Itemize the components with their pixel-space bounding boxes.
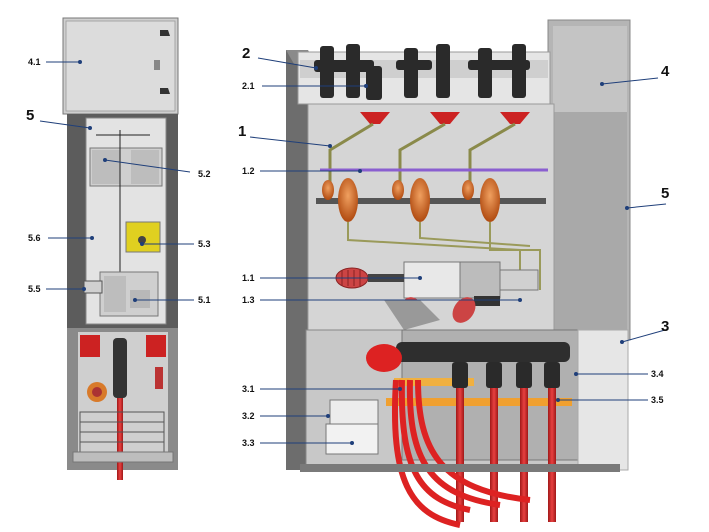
insulator-icon xyxy=(314,44,530,100)
label-3-4: 3.4 xyxy=(651,369,664,379)
label-2: 2 xyxy=(242,45,250,62)
label-5-right: 5 xyxy=(661,185,669,202)
label-5-3: 5.3 xyxy=(198,239,211,249)
label-3-1: 3.1 xyxy=(242,384,255,394)
label-1-3: 1.3 xyxy=(242,295,255,305)
label-3-5: 3.5 xyxy=(651,395,664,405)
side-view-cubicle xyxy=(286,19,631,528)
drive-1-3 xyxy=(474,296,500,306)
cable-plug-icon xyxy=(366,344,402,372)
label-5-2: 5.2 xyxy=(198,169,211,179)
label-4-1: 4.1 xyxy=(28,57,41,67)
label-4: 4 xyxy=(661,63,670,80)
front-view-cubicle xyxy=(62,17,179,480)
display-5-5 xyxy=(83,280,103,294)
callouts: 4.1 5 5.2 5.6 5.3 5.5 5.1 2 2.1 4 1 1.2 … xyxy=(26,45,670,448)
label-1-2: 1.2 xyxy=(242,166,255,176)
earthing-bar-3-5 xyxy=(386,398,572,406)
housing-wall-1 xyxy=(286,50,308,470)
label-3-2: 3.2 xyxy=(242,411,255,421)
label-1: 1 xyxy=(238,123,246,140)
label-5-left: 5 xyxy=(26,107,34,124)
label-3-3: 3.3 xyxy=(242,438,255,448)
label-5-5: 5.5 xyxy=(28,284,41,294)
circuit-breaker-1-1 xyxy=(403,261,461,299)
label-2-1: 2.1 xyxy=(242,81,255,91)
label-5-6: 5.6 xyxy=(28,233,41,243)
vt-unit-3-3 xyxy=(325,423,379,455)
label-3: 3 xyxy=(661,318,669,335)
door-handle-icon xyxy=(160,30,170,36)
cable-plug-3-4 xyxy=(396,342,570,362)
label-5-1: 5.1 xyxy=(198,295,211,305)
vt-unit-3-2 xyxy=(329,399,379,425)
label-1-1: 1.1 xyxy=(242,273,255,283)
